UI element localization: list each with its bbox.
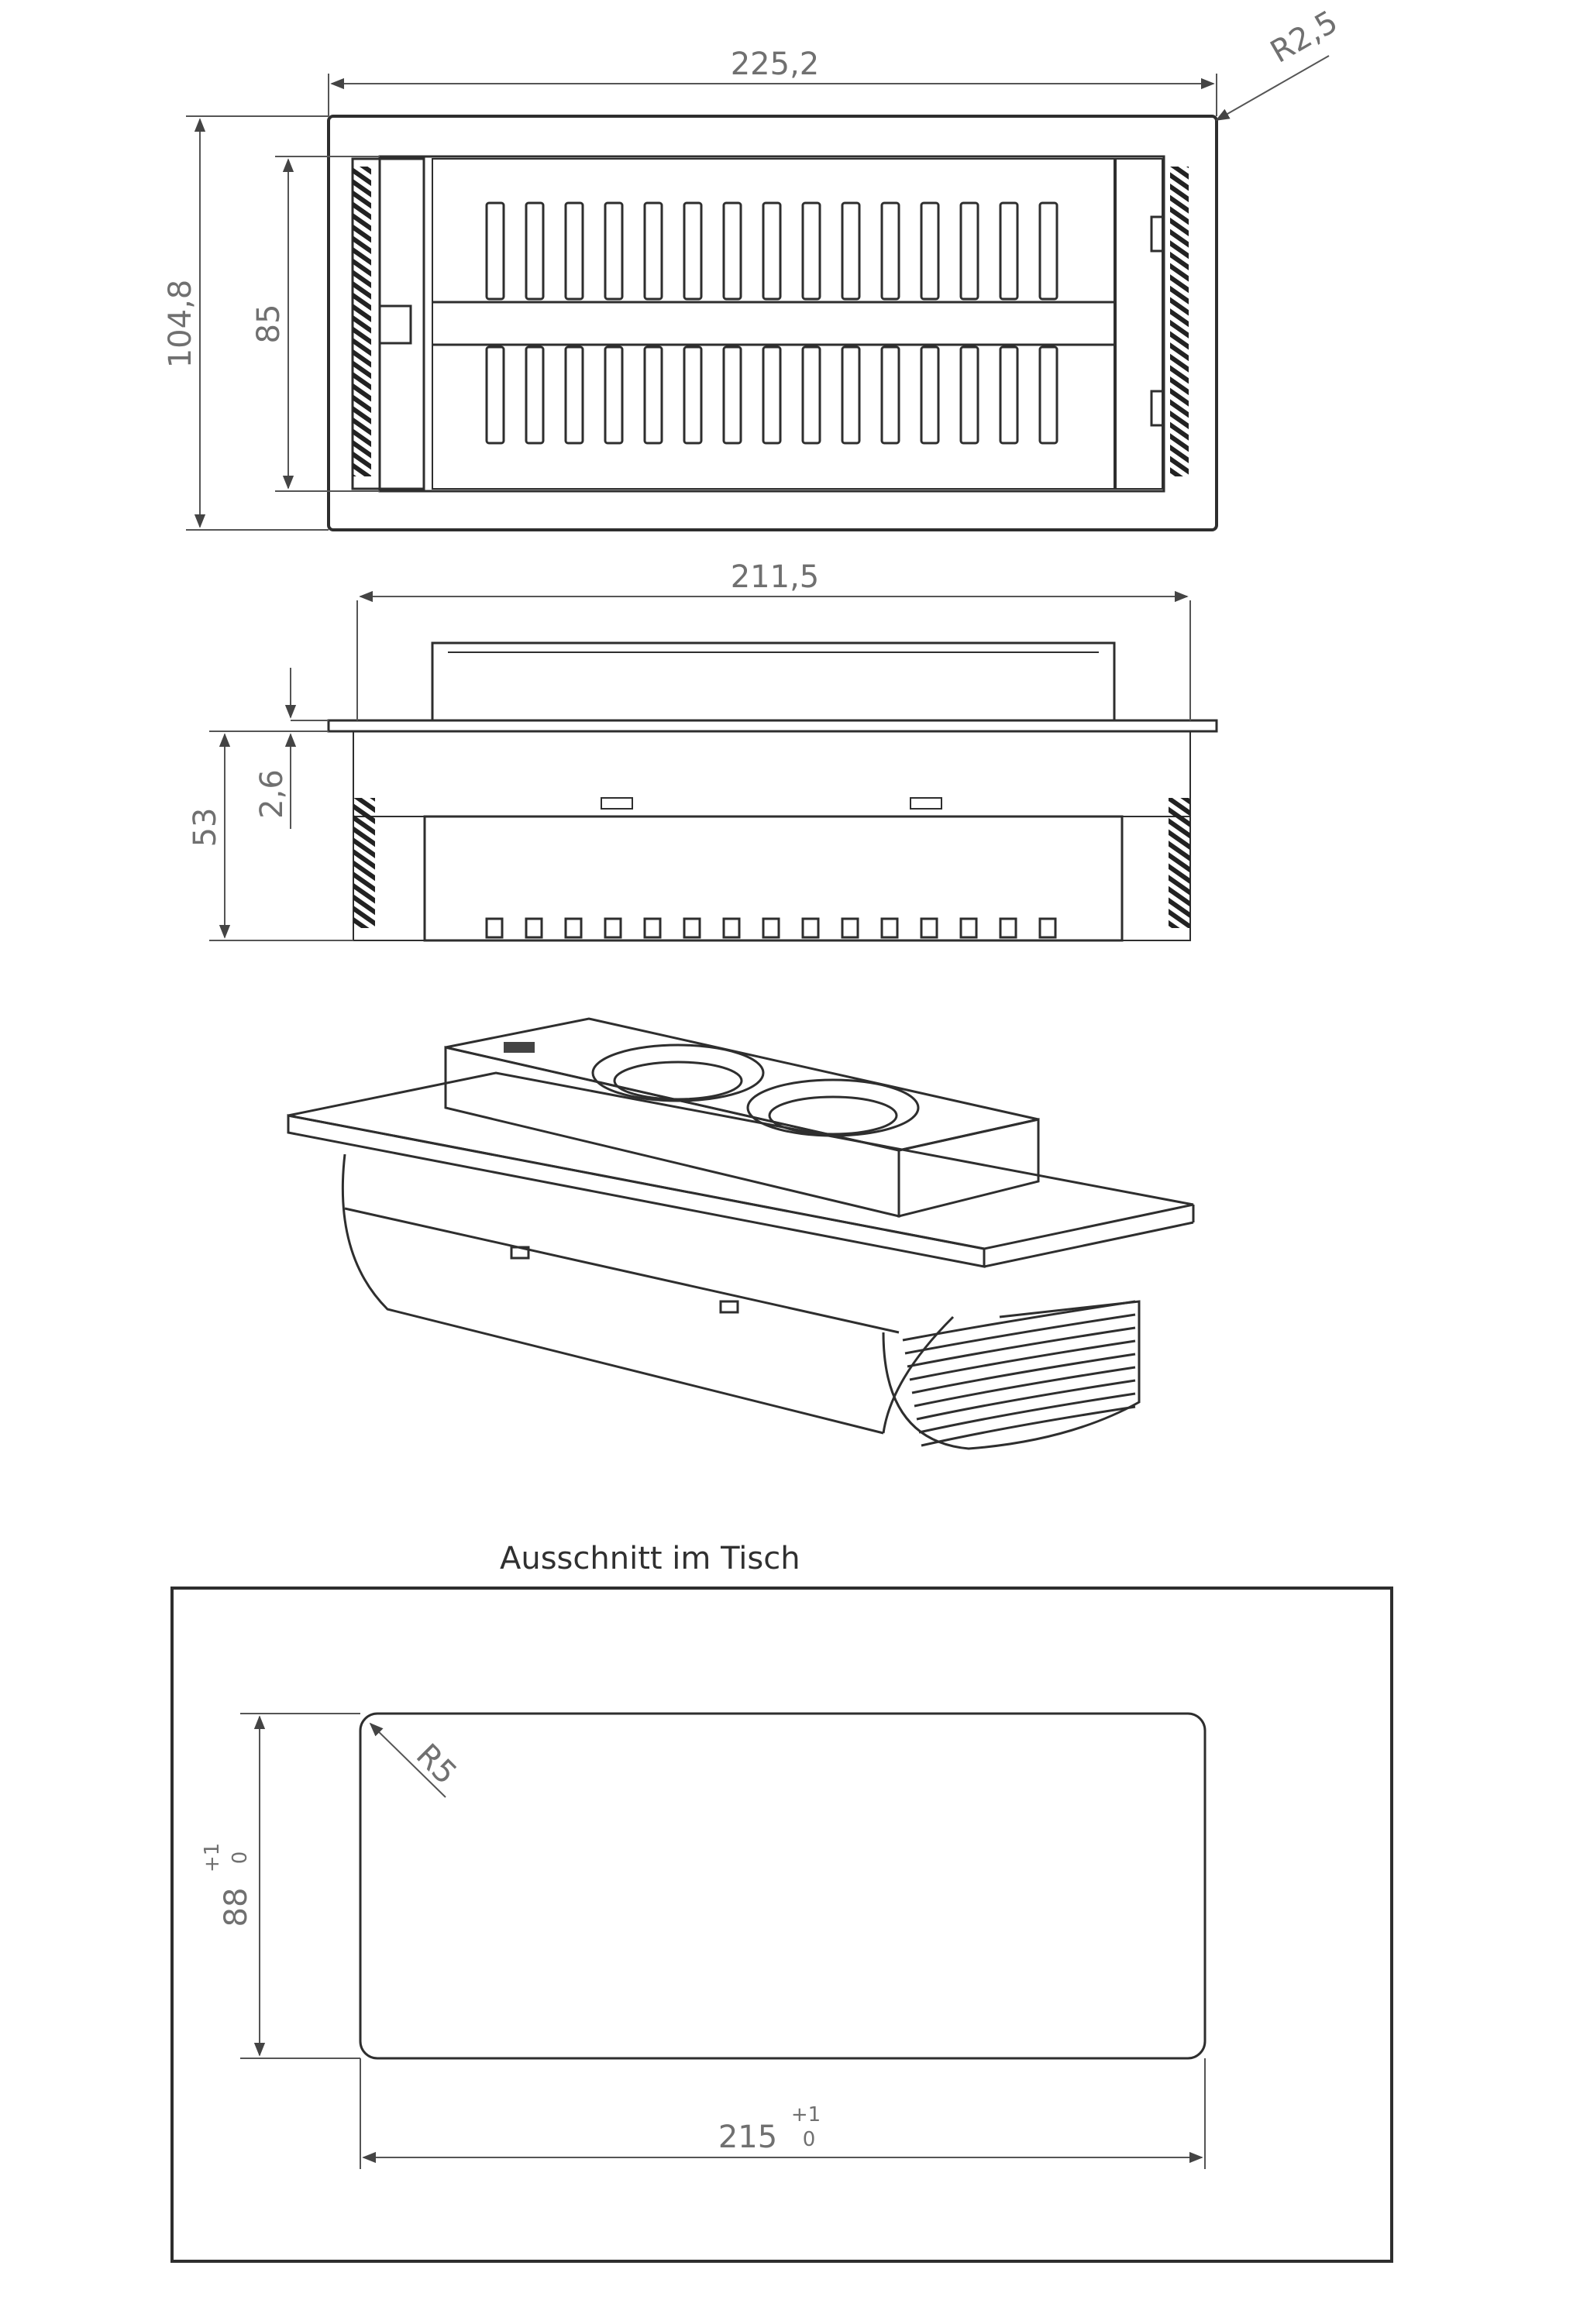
cutout-height-label: 88 [219,1888,254,1927]
logo [504,1042,535,1053]
bottom-teeth [485,917,1057,939]
top-outer-height-label: 104,8 [163,280,198,369]
cutout-title: Ausschnitt im Tisch [500,1541,800,1576]
socket-1 [591,1043,765,1102]
top-inner-height-label: 85 [251,304,287,344]
cutout-width-label: 215 [718,2119,777,2155]
top-width-label: 225,2 [731,46,820,82]
cutout-width-tol-plus: +1 [791,2103,821,2126]
vent-slots [485,201,1058,445]
cutout-radius-label: R5 [409,1738,463,1792]
side-height-label: 53 [188,808,223,847]
cutout-drawing: Ausschnitt im Tisch R5 88 +1 0 215 +1 0 [170,1541,1393,2263]
side-view: 211,5 53 2,6 [188,559,1218,942]
cutout-width-tol-minus: 0 [803,2128,816,2151]
side-width-label: 211,5 [731,559,820,595]
socket-2 [746,1078,920,1137]
top-view: 225,2 R2,5 104,8 85 [163,4,1344,531]
isometric-view [287,1017,1195,1450]
cutout-height-tol-plus: +1 [201,1843,224,1872]
side-flange-label: 2,6 [254,769,290,819]
cutout-height-tol-minus: 0 [229,1851,252,1865]
top-radius-label: R2,5 [1265,4,1344,70]
